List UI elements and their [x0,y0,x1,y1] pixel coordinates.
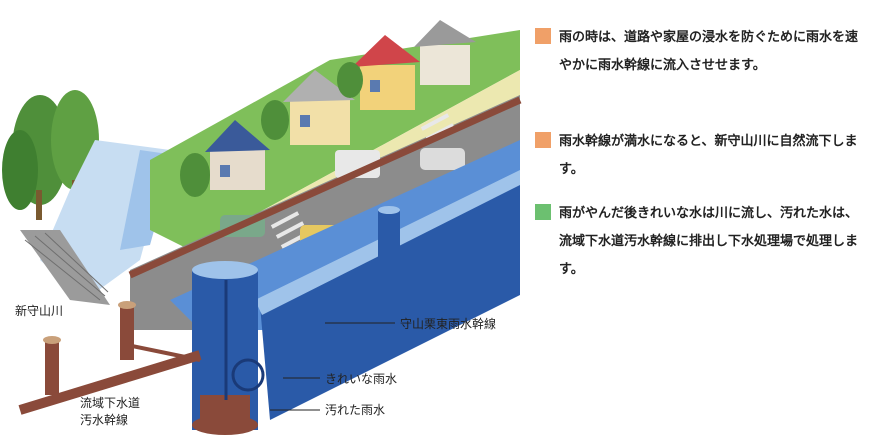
legend-swatch-orange [535,132,551,148]
label-sewer-trunk-1: 流域下水道 [80,396,141,410]
legend-item: 雨水幹線が満水になると、新守山川に自然流下します。 [535,128,865,188]
legend-text: 雨水幹線が満水になると、新守山川に自然流下します。 [559,134,858,177]
leader-lines [270,322,395,411]
label-dirty-water: 汚れた雨水 [325,403,386,417]
houses [180,20,476,197]
label-rain-trunk: 守山栗東雨水幹線 [400,317,497,331]
river-channel [20,140,175,305]
label-sewer-trunk-2: 汚水幹線 [80,413,129,427]
manhole-shaft [192,261,258,435]
legend-swatch-orange [535,28,551,44]
clean-water-pipe [231,358,265,392]
small-shaft [378,206,400,270]
legend-text: 雨の時は、道路や家屋の浸水を防ぐために雨水を速やかに雨水幹線に流入させせます。 [559,30,859,73]
label-clean-water: きれいな雨水 [325,372,398,386]
label-river: 新守山川 [15,304,64,318]
legend-item: 雨の時は、道路や家屋の浸水を防ぐために雨水を速やかに雨水幹線に流入させせます。 [535,24,865,114]
road-drain-pipe [128,96,522,279]
sewer-trunk-pipes [18,301,202,415]
legend-item: 雨がやんだ後きれいな水は川に流し、汚れた水は、流域下水道汚水幹線に排出し下水処理… [535,200,865,290]
legend-text: 雨がやんだ後きれいな水は川に流し、汚れた水は、流域下水道汚水幹線に排出し下水処理… [559,206,859,277]
legend-swatch-green [535,204,551,220]
